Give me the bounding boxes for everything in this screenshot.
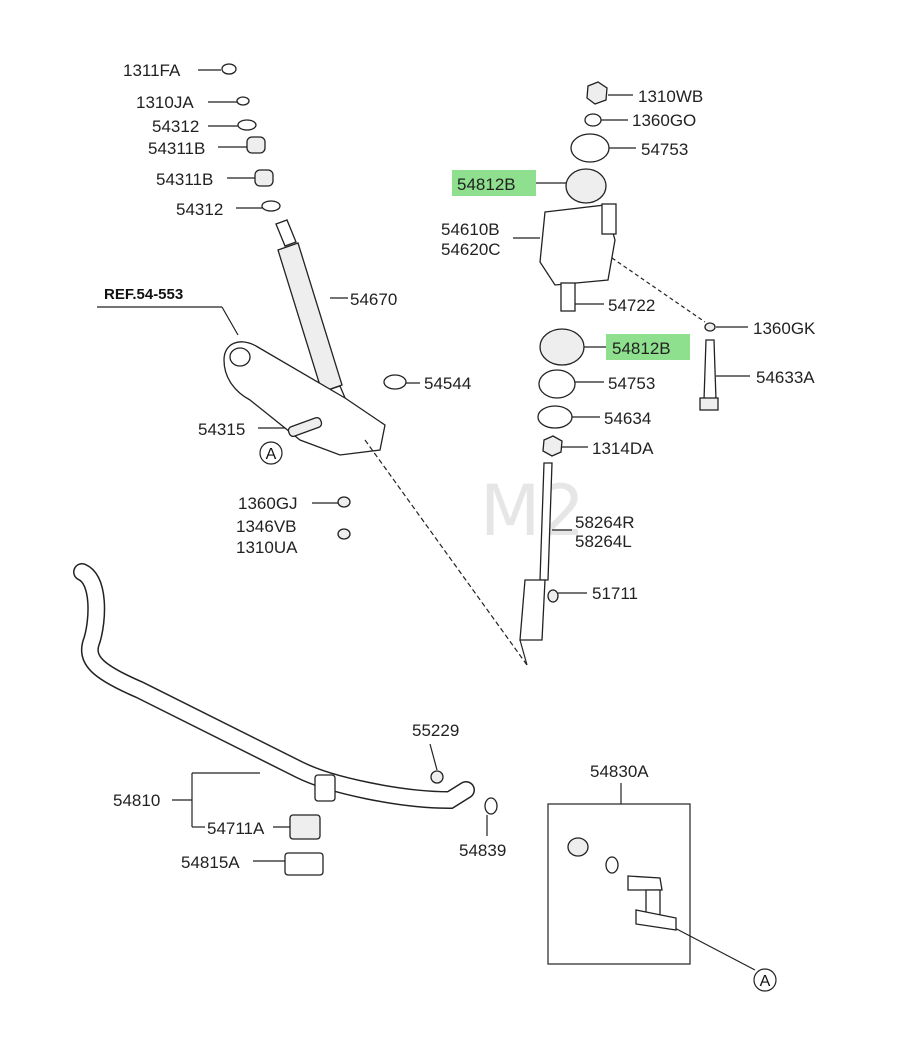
bushing-54711a-icon: [289, 814, 321, 840]
kit-box-54830a: [547, 803, 691, 965]
part-label-54610b[interactable]: 54610B: [441, 220, 500, 239]
reference-label: REF.54-553: [104, 286, 183, 303]
part-label-58264r[interactable]: 58264R: [575, 513, 635, 532]
nut-1311fa-icon: [221, 63, 237, 75]
part-label-54311b-lower[interactable]: 54311B: [156, 170, 213, 189]
part-label-54812b-lower[interactable]: 54812B: [612, 339, 671, 358]
part-label-54312[interactable]: 54312: [152, 117, 199, 136]
part-label-1310wb[interactable]: 1310WB: [638, 87, 703, 106]
part-label-54753[interactable]: 54753: [641, 140, 688, 159]
part-label-54753-lower[interactable]: 54753: [608, 374, 655, 393]
lower-control-arm: [223, 341, 386, 456]
part-label-54711a[interactable]: 54711A: [207, 819, 265, 838]
part-label-1360gj[interactable]: 1360GJ: [238, 494, 298, 513]
highlight-54812b-upper: [452, 170, 536, 196]
part-label-1310ua[interactable]: 1310UA: [236, 538, 298, 557]
callout-a-right: A: [760, 973, 771, 990]
nut-1346vb-icon: [337, 528, 351, 540]
callout-a-left: A: [266, 446, 277, 463]
nut-1310ja-icon: [236, 96, 250, 106]
part-label-54312-lower[interactable]: 54312: [176, 200, 223, 219]
leader-lines-left: [97, 69, 420, 504]
kit-washer-icon: [605, 856, 619, 874]
washer-54312-icon: [237, 119, 257, 131]
bushing-54311b-icon: [246, 136, 266, 154]
bolt-head-icon: [699, 397, 719, 411]
leader-lines-right: [364, 94, 750, 666]
bushing-54812b-lower-icon: [539, 328, 585, 366]
part-label-54311b[interactable]: 54311B: [148, 139, 205, 158]
link-bracket-icon: [519, 579, 546, 641]
nut-1310wb-icon: [586, 81, 608, 105]
part-label-54839[interactable]: 54839: [459, 841, 506, 860]
callout-a-left-circle: [259, 441, 283, 465]
part-label-51711[interactable]: 51711: [592, 584, 638, 603]
bolt-54633a-icon: [703, 339, 717, 401]
washer-1360go-icon: [584, 113, 602, 127]
nut-1360gj-icon: [337, 496, 351, 508]
bushing-54812b-icon: [565, 168, 607, 204]
watermark: M2: [480, 470, 585, 552]
washer-54312-lower-icon: [261, 200, 281, 212]
part-label-1311fa[interactable]: 1311FA: [123, 61, 181, 80]
retainer-54753-lower-icon: [538, 369, 576, 399]
part-label-54810[interactable]: 54810: [113, 791, 160, 810]
part-label-54722[interactable]: 54722: [608, 296, 655, 315]
washer-54839-icon: [484, 797, 498, 815]
part-label-55229[interactable]: 55229: [412, 721, 459, 740]
highlight-54812b-lower: [606, 334, 690, 360]
part-label-54670[interactable]: 54670: [350, 290, 397, 309]
part-label-1360gk[interactable]: 1360GK: [753, 319, 816, 338]
bracket-tab-icon: [601, 203, 617, 235]
kit-link-bottom-icon: [635, 909, 677, 931]
bracket-54544-icon: [383, 374, 407, 390]
ring-54634-icon: [537, 405, 573, 429]
spacer-54722-icon: [560, 282, 576, 312]
nut-1314da-icon: [542, 435, 563, 457]
part-label-1314da[interactable]: 1314DA: [592, 439, 654, 458]
washer-1360gk-icon: [704, 322, 716, 332]
bolt-51711-icon: [547, 589, 559, 603]
stabilizer-bar-54810: [73, 563, 475, 810]
part-label-58264l[interactable]: 58264L: [575, 532, 632, 551]
part-label-54830a[interactable]: 54830A: [590, 762, 649, 781]
nut-55229-icon: [430, 770, 444, 784]
leader-lines-bottom: [172, 743, 756, 971]
part-label-54544[interactable]: 54544: [424, 374, 471, 393]
part-label-1360go[interactable]: 1360GO: [632, 111, 696, 130]
part-label-54634[interactable]: 54634: [604, 409, 651, 428]
bushing-54311b-lower-icon: [254, 169, 274, 187]
kit-bushing-icon: [567, 837, 589, 857]
link-rod-58264-icon: [539, 462, 553, 581]
part-label-54633a[interactable]: 54633A: [756, 368, 815, 387]
part-label-54815a[interactable]: 54815A: [181, 853, 240, 872]
part-label-54315[interactable]: 54315: [198, 420, 245, 439]
part-label-1346vb[interactable]: 1346VB: [236, 517, 297, 536]
clamp-54815a-icon: [284, 852, 324, 876]
kit-link-top-icon: [627, 875, 663, 891]
retainer-54753-icon: [570, 133, 610, 163]
callout-a-right-circle: [753, 968, 777, 992]
upper-stack: [519, 81, 719, 641]
part-label-1310ja[interactable]: 1310JA: [136, 93, 194, 112]
shock-hardware-stack: [221, 63, 281, 212]
part-label-54812b[interactable]: 54812B: [457, 175, 516, 194]
part-label-54620c[interactable]: 54620C: [441, 240, 501, 259]
